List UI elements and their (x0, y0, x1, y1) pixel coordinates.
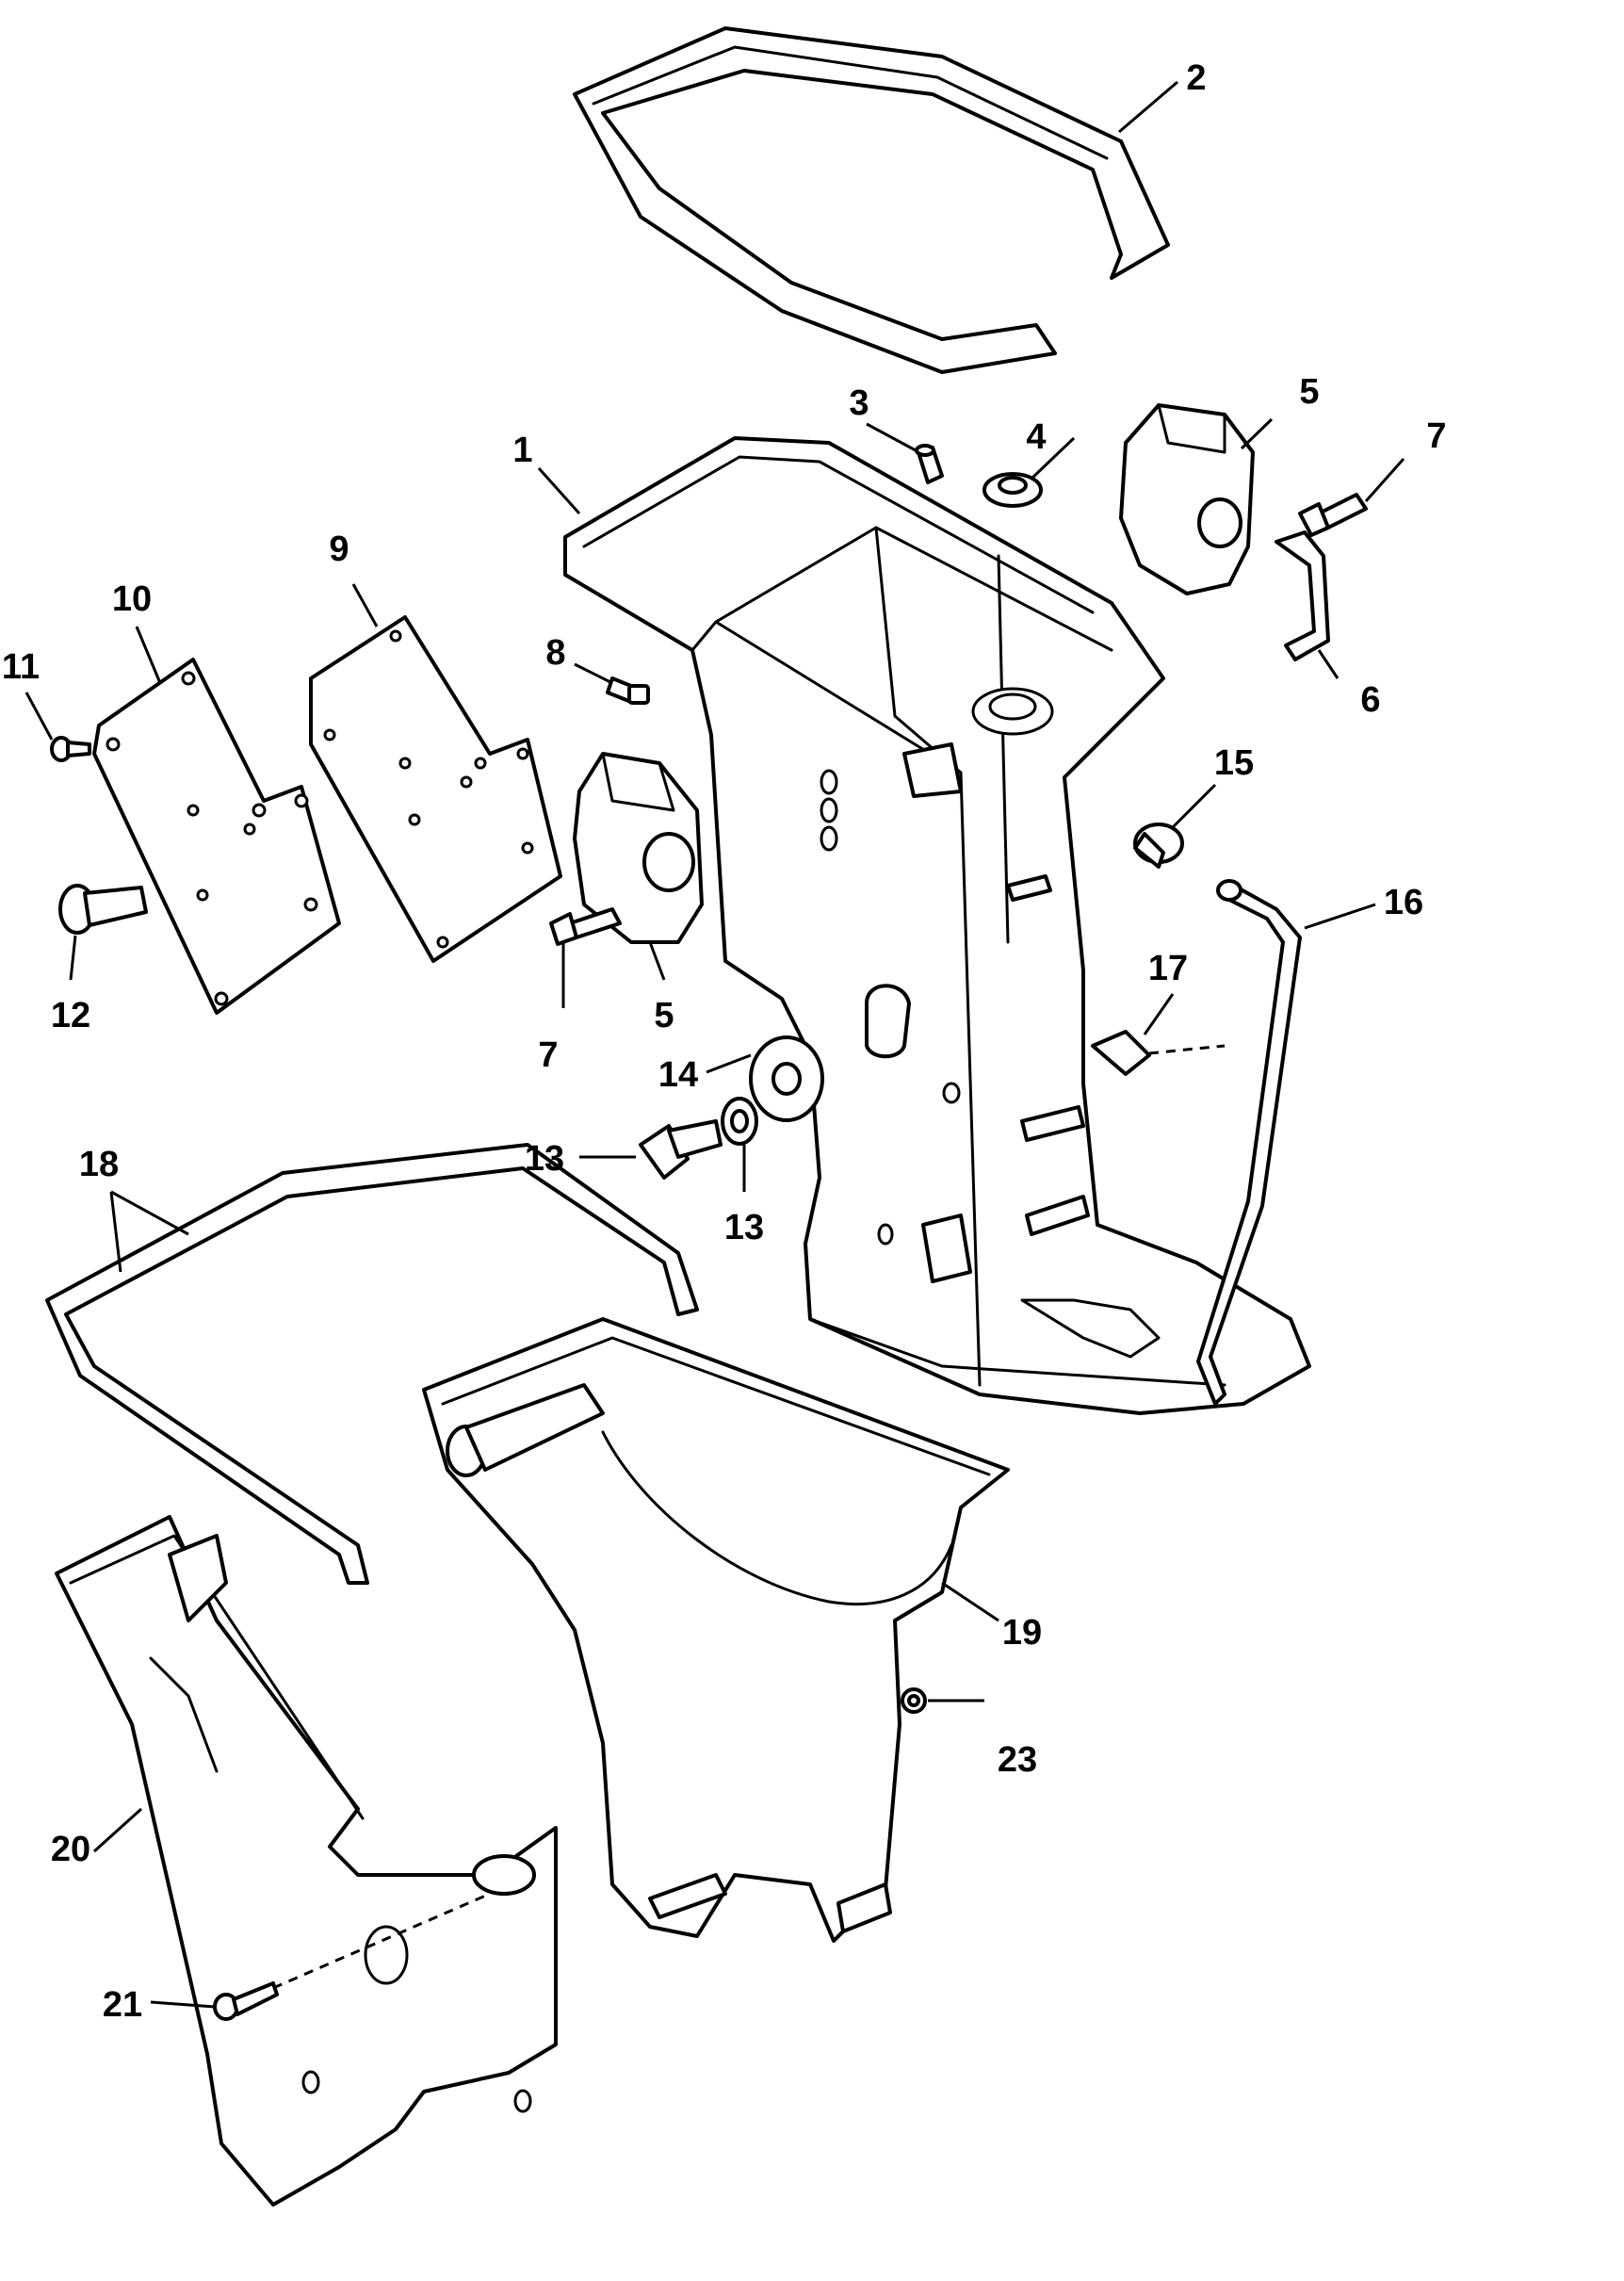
part-21-rear-cowl (55, 1515, 558, 2207)
callout-16: 15 (1214, 743, 1254, 783)
callout-23: 23 (998, 1740, 1037, 1780)
callout-5-lower: 5 (654, 996, 674, 1035)
part-1-driveshaft-housing (563, 436, 1311, 1415)
callout-7-lower: 7 (538, 1035, 558, 1075)
part-5-mount-right (1119, 403, 1255, 595)
callout-15: 14 (658, 1055, 698, 1095)
part-22-dashed-line (272, 1892, 491, 1990)
callout-1: 1 (512, 431, 532, 470)
part-14-washer (721, 1097, 758, 1146)
part-9-gasket (309, 615, 562, 963)
leader-lines (24, 80, 1405, 2009)
part-17-tube (1196, 879, 1302, 1406)
callout-9: 9 (329, 530, 349, 569)
part-4-grommet (983, 472, 1043, 508)
part-19-bottom-seal (45, 1143, 699, 1585)
callout-22: 21 (103, 1985, 142, 2025)
callout-17: 16 (1384, 883, 1423, 922)
callout-4: 4 (1026, 417, 1046, 457)
callout-10: 10 (112, 579, 152, 619)
callout-7-upper: 7 (1426, 416, 1446, 456)
part-18-dashed-line (1148, 1044, 1226, 1055)
callout-2: 2 (1186, 58, 1206, 98)
part-11-screw (50, 736, 91, 762)
callout-11: 11 (2, 647, 40, 687)
part-20-front-cowl (422, 1317, 1010, 1943)
callout-13: 13 (525, 1139, 564, 1179)
callout-14: 13 (724, 1208, 764, 1247)
part-7-bolt-left (549, 907, 622, 946)
callout-18: 17 (1148, 949, 1188, 988)
part-5-mount-left (573, 752, 704, 944)
part-7-bolt-right (1298, 493, 1368, 537)
part-23-nut (901, 1687, 927, 1714)
part-18-clip (1091, 1030, 1151, 1076)
callout-20: 19 (1002, 1613, 1042, 1653)
callout-21: 20 (51, 1830, 90, 1869)
part-16-bushing (1133, 823, 1184, 869)
callout-6: 6 (1360, 680, 1380, 720)
part-15-washer (749, 1035, 824, 1122)
part-8-screw (606, 676, 650, 705)
part-6-bracket (1275, 530, 1330, 661)
part-3-dowel-pin (915, 444, 944, 484)
callout-19: 18 (79, 1145, 119, 1184)
callout-8: 8 (545, 633, 565, 673)
callout-3: 3 (849, 383, 869, 423)
part-13-bolt (639, 1119, 723, 1180)
part-12-bolt (58, 884, 148, 935)
callout-12: 12 (51, 996, 90, 1035)
part-2-top-seal (573, 26, 1170, 374)
callout-5-upper: 5 (1299, 372, 1319, 412)
callout-labels: 2 4 3 5 7 6 1 8 9 10 11 12 7 5 14 13 13 … (2, 58, 1447, 2025)
part-10-cover-plate (92, 658, 341, 1015)
